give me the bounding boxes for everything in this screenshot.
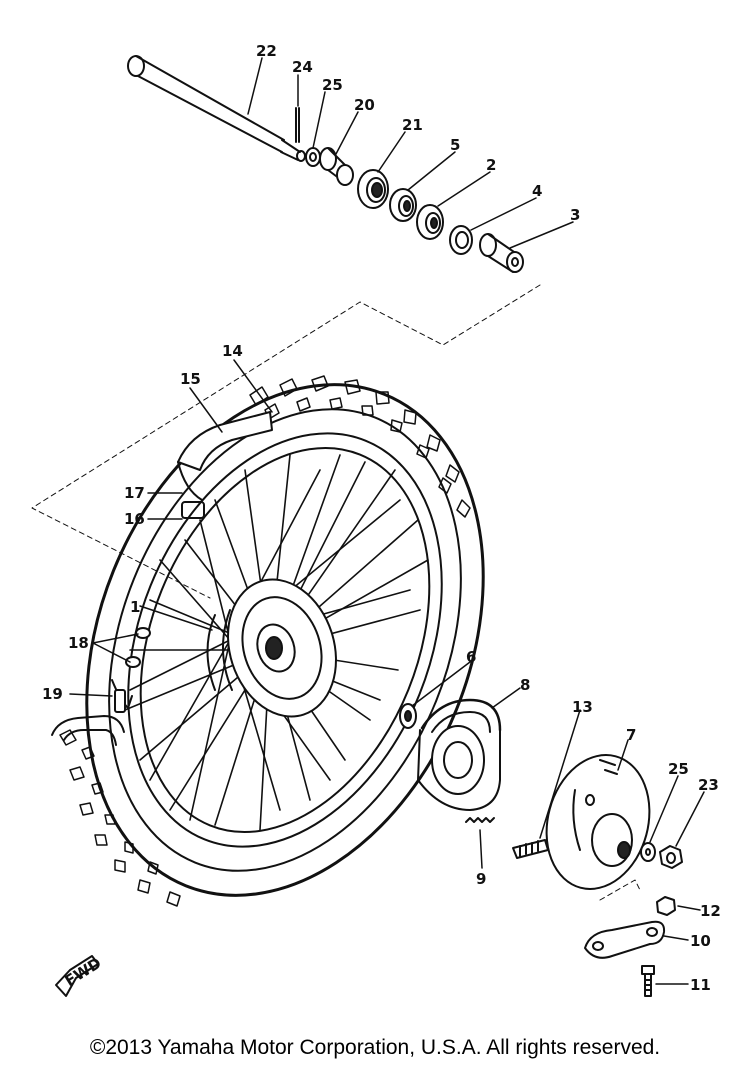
callout-4: 4 [532, 182, 542, 200]
callout-25-right: 25 [668, 760, 689, 778]
brake-shoe [417, 698, 502, 811]
dust-seal [399, 703, 417, 729]
callout-20: 20 [354, 96, 375, 114]
spacer-flange [449, 225, 473, 255]
bearing-5 [389, 188, 417, 222]
washer-right [640, 842, 656, 862]
collar [319, 147, 354, 186]
callout-9: 9 [476, 870, 486, 888]
tire-cutaway [51, 715, 125, 746]
callout-6: 6 [466, 648, 476, 666]
washer-top [305, 147, 321, 167]
callout-3: 3 [570, 206, 580, 224]
callout-8: 8 [520, 676, 530, 694]
front-tire [59, 375, 485, 907]
front-axle [127, 55, 306, 162]
callout-10: 10 [690, 932, 711, 950]
callout-12: 12 [700, 902, 721, 920]
callout-25-top: 25 [322, 76, 343, 94]
callout-21: 21 [402, 116, 423, 134]
rim [127, 432, 443, 848]
callout-18: 18 [68, 634, 89, 652]
bearing-2 [416, 204, 444, 240]
cam-lever-nut [656, 896, 676, 916]
assembly-guide-lines [31, 284, 641, 901]
callout-24: 24 [292, 58, 313, 76]
spacer [479, 233, 524, 273]
hub [206, 578, 337, 718]
lever-bolt [641, 965, 655, 997]
inner-tube [177, 411, 273, 519]
camshaft-lever [584, 920, 666, 959]
callout-11: 11 [690, 976, 711, 994]
callout-22: 22 [256, 42, 277, 60]
rim-lock-nuts [125, 627, 151, 668]
axle-nut [659, 845, 683, 869]
leader-lines [69, 57, 705, 985]
callout-13: 13 [572, 698, 593, 716]
callout-23: 23 [698, 776, 719, 794]
callout-7: 7 [626, 726, 636, 744]
cotter-pin [295, 107, 300, 143]
callout-19: 19 [42, 685, 63, 703]
copyright-notice: ©2013 Yamaha Motor Corporation, U.S.A. A… [89, 1036, 661, 1059]
callout-16: 16 [124, 510, 145, 528]
camshaft [512, 839, 549, 859]
brake-shoe-plate [545, 754, 651, 890]
callout-14: 14 [222, 342, 243, 360]
callout-17: 17 [124, 484, 145, 502]
callout-2: 2 [486, 156, 496, 174]
callout-1: 1 [130, 598, 140, 616]
fwd-arrow [55, 955, 99, 997]
oil-seal [357, 169, 389, 209]
rim-lock [111, 679, 133, 713]
fwd-arrow-label: FWD [62, 954, 105, 990]
callout-5: 5 [450, 136, 460, 154]
return-spring [465, 817, 495, 823]
callout-15: 15 [180, 370, 201, 388]
